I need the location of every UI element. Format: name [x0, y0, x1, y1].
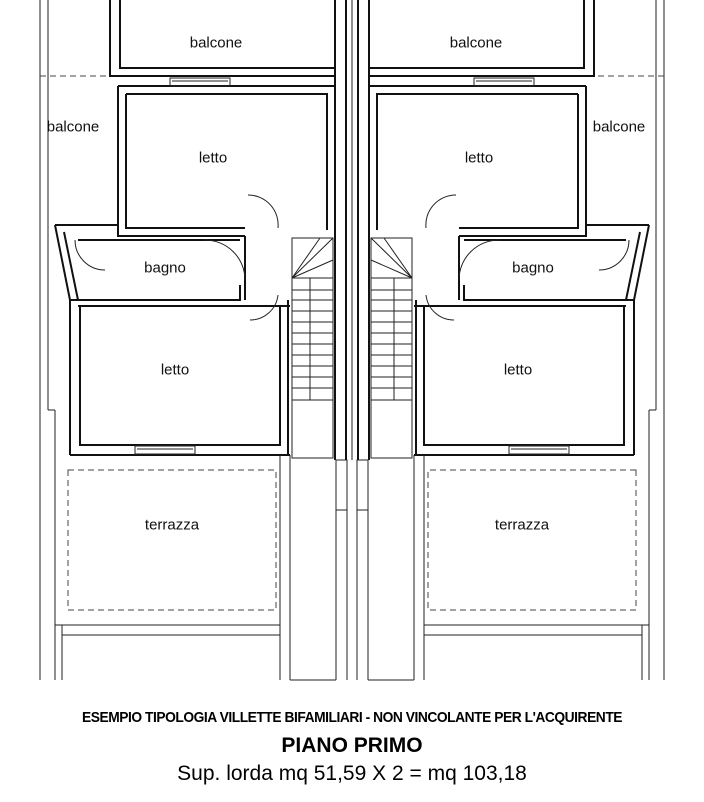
room-label-balcone-side-right: balcone — [592, 118, 646, 136]
room-label-balcone-side-left: balcone — [46, 118, 100, 136]
room-label-terrazza-right: terrazza — [494, 516, 550, 534]
room-label-balcone-top-left: balcone — [189, 34, 243, 52]
room-label-bagno-right: bagno — [512, 259, 554, 277]
room-label-letto-top-left: letto — [198, 149, 228, 167]
room-label-balcone-top-right: balcone — [449, 34, 503, 52]
room-label-letto-bottom-left: letto — [160, 361, 190, 379]
area-text: Sup. lorda mq 51,59 X 2 = mq 103,18 — [177, 762, 527, 785]
room-label-bagno-left: bagno — [144, 259, 186, 277]
room-label-letto-top-right: letto — [464, 149, 494, 167]
room-label-letto-bottom-right: letto — [503, 361, 533, 379]
disclaimer-text: ESEMPIO TIPOLOGIA VILLETTE BIFAMILIARI -… — [81, 709, 623, 726]
floor-title: PIANO PRIMO — [281, 734, 423, 757]
room-label-terrazza-left: terrazza — [144, 516, 200, 534]
